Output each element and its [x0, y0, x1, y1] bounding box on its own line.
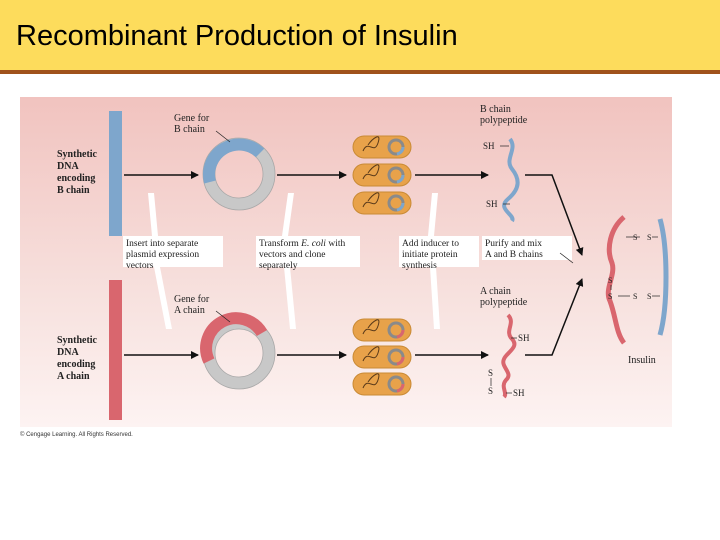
sh-label: SH — [518, 333, 530, 343]
ecoli-cell — [352, 191, 412, 215]
arrow-b-chain-to-insulin — [525, 174, 584, 256]
a-polypeptide-label: A chain polypeptide — [480, 286, 528, 308]
s-label: S — [647, 233, 651, 242]
gene-a-leader — [215, 310, 231, 323]
step-transform-callout — [256, 193, 360, 329]
dna-b-label: Synthetic DNA encoding B chain — [57, 149, 100, 196]
title-rule — [0, 70, 720, 74]
gene-a-label: Gene for A chain — [174, 294, 212, 316]
sh-label: SH — [486, 199, 498, 209]
ecoli-cell — [352, 135, 412, 159]
b-chain-polypeptide — [502, 137, 520, 223]
gene-b-label: Gene for B chain — [174, 113, 212, 135]
ecoli-cell — [352, 372, 412, 396]
s-label: S — [488, 368, 493, 378]
step-insert-callout — [123, 193, 223, 329]
sh-label: SH — [483, 141, 495, 151]
purify-pointer — [559, 252, 574, 264]
step-purify-callout — [482, 236, 572, 260]
s-label: S — [608, 276, 612, 285]
ecoli-cell — [352, 345, 412, 369]
arrow-a-chain-to-insulin — [525, 278, 584, 356]
plasmid-b — [202, 137, 276, 211]
ecoli-cell — [352, 318, 412, 342]
dna-a-label: Synthetic DNA encoding A chain — [57, 335, 100, 382]
s-label: S — [633, 292, 637, 301]
s-label: S — [647, 292, 651, 301]
sh-label: SH — [513, 388, 525, 398]
a-chain-polypeptide — [501, 313, 517, 399]
step-induce-text: Add inducer to initiate protein synthesi… — [402, 239, 461, 271]
step-induce-callout — [399, 193, 479, 329]
step-transform-text: Transform E. coli with — [259, 238, 345, 249]
plasmid-a — [200, 312, 276, 390]
insulin-molecule: S S S S S S — [605, 215, 669, 345]
copyright-notice: © Cengage Learning. All Rights Reserved. — [20, 432, 133, 438]
insulin-production-diagram: Synthetic DNA encoding B chain Synthetic… — [20, 97, 672, 427]
title-bar — [0, 0, 720, 72]
dna-a-bar — [109, 280, 122, 420]
step-insert-text: Insert into separate plasmid expression … — [126, 239, 201, 271]
step-transform-text: vectors and clone separately — [259, 250, 328, 271]
b-polypeptide-label: B chain polypeptide — [480, 104, 528, 126]
slide-title: Recombinant Production of Insulin — [16, 20, 458, 52]
s-label: S — [633, 233, 637, 242]
dna-b-bar — [109, 111, 122, 236]
insulin-label: Insulin — [628, 355, 656, 366]
step-purify-text: Purify and mix A and B chains — [485, 238, 544, 260]
ecoli-cell — [352, 163, 412, 187]
gene-b-leader — [215, 130, 231, 143]
s-label: S — [608, 292, 612, 301]
s-label: S — [488, 386, 493, 396]
